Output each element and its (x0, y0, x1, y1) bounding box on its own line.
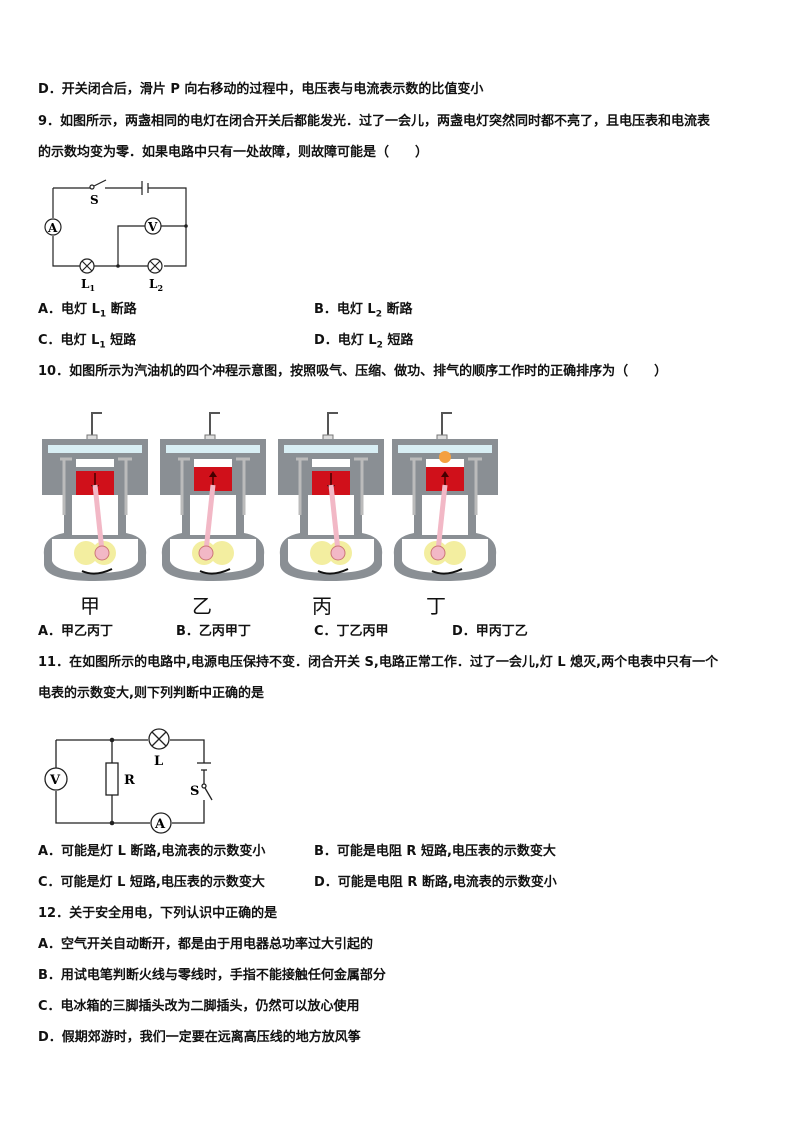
lamp-label: L (154, 754, 163, 769)
option-sub: 1 (99, 309, 107, 320)
q11-option-a[interactable]: A．可能是灯 L 断路,电流表的示数变小 (38, 844, 266, 859)
option-text: 断路 (106, 302, 137, 317)
voltmeter-label: V (147, 220, 158, 234)
q9-option-d[interactable]: D．电灯 L2 短路 (314, 333, 413, 354)
option-text: D．电灯 L (314, 333, 377, 348)
engine-diagram-3 (278, 412, 384, 581)
q10-option-d[interactable]: D．甲丙丁乙 (452, 624, 528, 639)
option-text: C．电灯 L (38, 333, 100, 348)
voltmeter-label: V (49, 773, 61, 788)
lamp2-label: L2 (149, 277, 163, 293)
caption-bing: 丙 (312, 594, 332, 618)
engine-diagram-1 (42, 412, 148, 581)
q8-option-d: D．开关闭合后，滑片 P 向右移动的过程中，电压表与电流表示数的比值变小 (38, 82, 484, 97)
q10-option-a[interactable]: A．甲乙丙丁 (38, 624, 114, 639)
engine-diagram-4 (392, 412, 498, 581)
option-text: B．电灯 L (314, 302, 376, 317)
option-sub: 2 (376, 340, 383, 351)
q12-option-c[interactable]: C．电冰箱的三脚插头改为二脚插头，仍然可以放心使用 (38, 999, 360, 1014)
option-sub: 2 (375, 309, 382, 320)
q9-stem-line1: 9．如图所示，两盏相同的电灯在闭合开关后都能发光．过了一会儿，两盏电灯突然同时都… (38, 114, 711, 129)
q9-stem-line2: 的示数均变为零．如果电路中只有一处故障，则故障可能是（ ） (38, 145, 429, 160)
q9-option-a[interactable]: A．电灯 L1 断路 (38, 302, 137, 323)
q10-option-c[interactable]: C．丁乙丙甲 (314, 624, 389, 639)
q10-option-b[interactable]: B．乙丙甲丁 (176, 624, 251, 639)
switch-label: S (90, 193, 99, 207)
q11-stem-line2: 电表的示数变大,则下列判断中正确的是 (38, 686, 264, 701)
option-text: 断路 (381, 302, 413, 317)
q11-option-c[interactable]: C．可能是灯 L 短路,电压表的示数变大 (38, 875, 265, 890)
q11-option-d[interactable]: D．可能是电阻 R 断路,电流表的示数变小 (314, 875, 557, 890)
caption-ding: 丁 (426, 594, 446, 618)
q9-option-c[interactable]: C．电灯 L1 短路 (38, 333, 136, 354)
q11-option-b[interactable]: B．可能是电阻 R 短路,电压表的示数变大 (314, 844, 556, 859)
ammeter-label: A (154, 817, 166, 832)
option-text: 短路 (105, 333, 137, 348)
q12-option-a[interactable]: A．空气开关自动断开，都是由于用电器总功率过大引起的 (38, 937, 374, 952)
q9-option-b[interactable]: B．电灯 L2 断路 (314, 302, 413, 323)
lamp1-label: L1 (81, 277, 95, 293)
option-text: A．电灯 L (38, 302, 100, 317)
caption-jia: 甲 (80, 594, 100, 618)
switch-label: S (190, 784, 199, 799)
option-sub: 1 (99, 340, 106, 351)
q12-option-b[interactable]: B．用试电笔判断火线与零线时，手指不能接触任何金属部分 (38, 968, 386, 983)
q11-stem-line1: 11．在如图所示的电路中,电源电压保持不变．闭合开关 S,电路正常工作．过了一会… (38, 655, 719, 670)
q12-stem: 12．关于安全用电，下列认识中正确的是 (38, 906, 278, 921)
q12-option-d[interactable]: D．假期郊游时，我们一定要在远离高压线的地方放风筝 (38, 1030, 361, 1045)
q10-stem: 10．如图所示为汽油机的四个冲程示意图，按照吸气、压缩、做功、排气的顺序工作时的… (38, 364, 668, 379)
resistor-label: R (124, 773, 135, 788)
ammeter-label: A (47, 221, 58, 235)
caption-yi: 乙 (192, 594, 212, 618)
option-text: 短路 (382, 333, 414, 348)
engine-diagram-2 (160, 412, 266, 581)
